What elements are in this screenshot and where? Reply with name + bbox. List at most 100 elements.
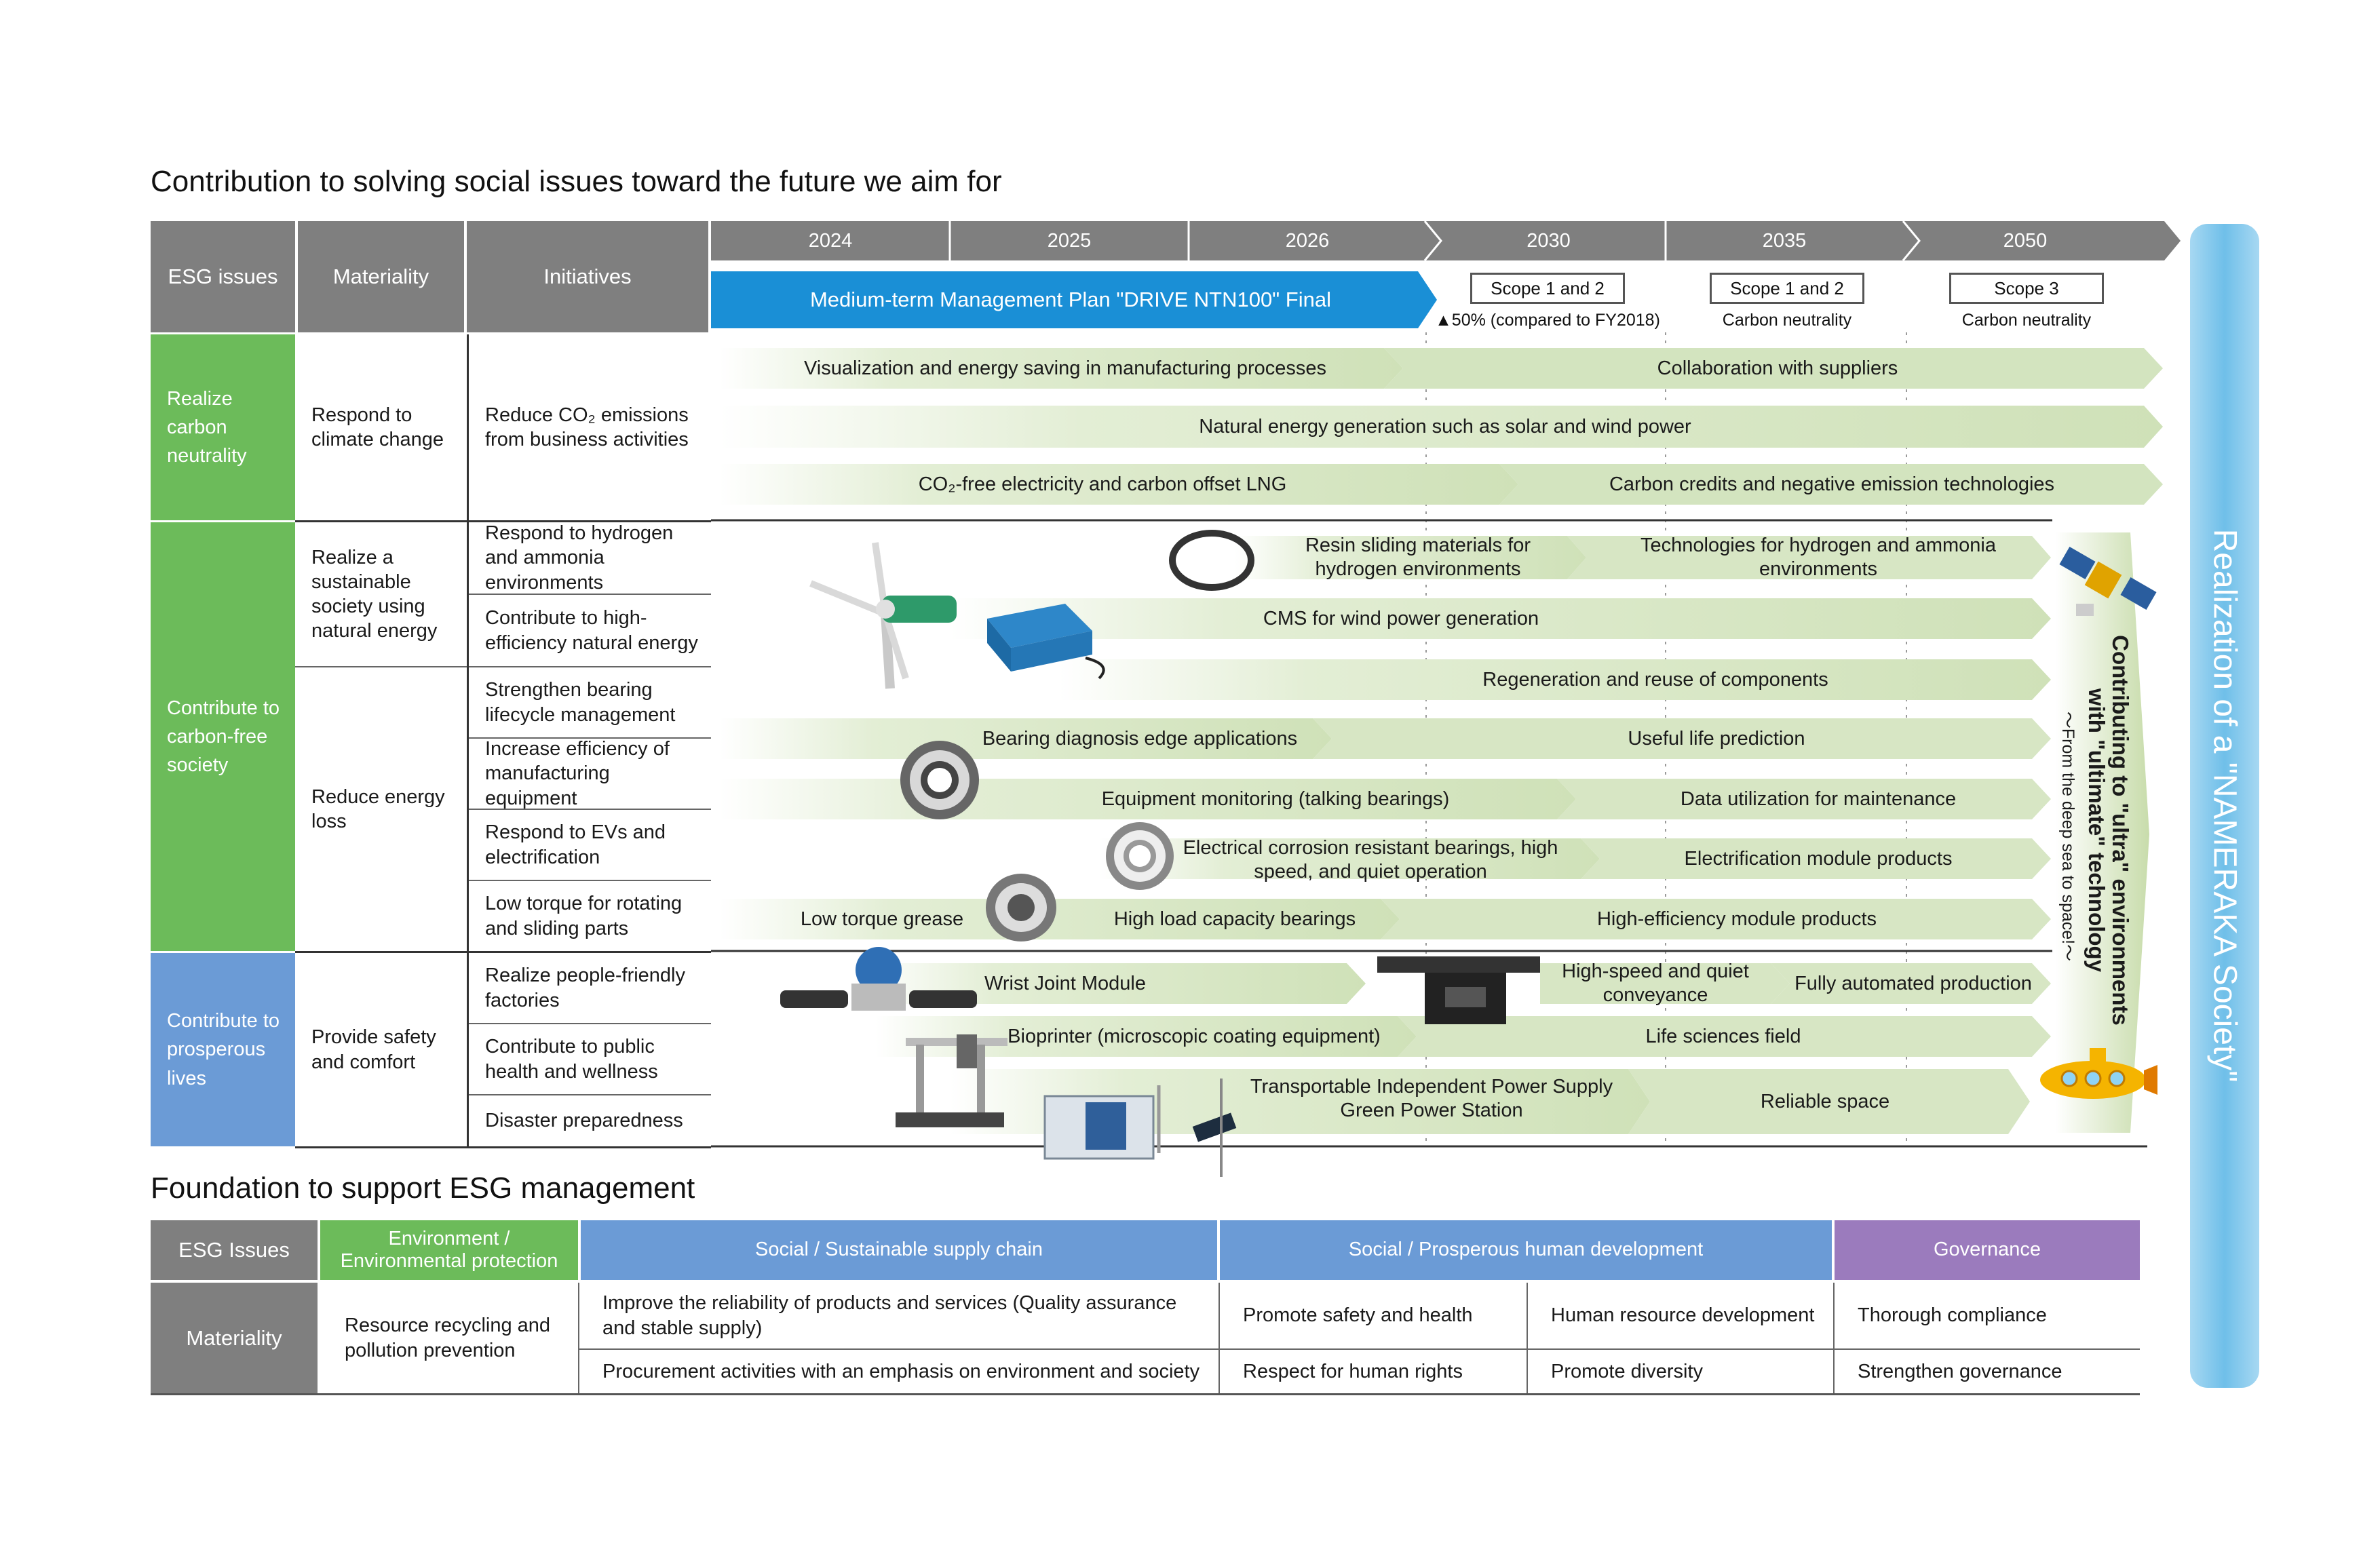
initiative-hydrogen: Respond to hydrogen and ammonia environm… [469, 522, 711, 594]
label-high-load: High load capacity bearings [1113, 908, 1356, 930]
cms-device-icon [987, 604, 1105, 680]
initiative-low-torque: Low torque for rotating and sliding part… [469, 881, 711, 951]
ultra-text-2: with "ultimate" technology [2084, 688, 2109, 973]
arrow-cms [950, 598, 2051, 639]
nameraka-text: Realization of a "NAMERAKA Society" [2206, 528, 2243, 1083]
label-data-util: Data utilization for maintenance [1680, 788, 1957, 810]
label-high-eff: High-efficiency module products [1596, 908, 1877, 930]
scope-2050-box: Scope 3 [1949, 273, 2104, 304]
esg-prosperous-lives-label: Contribute to prosperous lives [167, 1010, 280, 1089]
scope-2050-sub: Carbon neutrality [1961, 311, 2092, 330]
initiative-factories: Realize people-friendly factories [469, 953, 711, 1023]
arrow-corrosion [1099, 838, 1600, 879]
esg-prosperous-lives: Contribute to prosperous lives [151, 953, 295, 1146]
foundation-human-4: Promote diversity [1551, 1360, 1704, 1382]
arrow-natural-energy [719, 406, 2163, 448]
materiality-sustainable-label: Realize a sustainable society using natu… [311, 546, 438, 642]
label-reliable: Reliable space [1760, 1090, 1890, 1112]
foundation-env-item: Resource recycling and pollution prevent… [320, 1283, 578, 1393]
scope-2030-box: Scope 1 and 2 [1470, 273, 1625, 304]
materiality-climate-label: Respond to climate change [311, 404, 444, 450]
foundation-vline-4 [1833, 1283, 1835, 1393]
year-2024: 2024 [808, 229, 853, 252]
init-sep-3 [469, 737, 711, 739]
init-sep-7 [469, 1094, 711, 1095]
plan-label: Medium-term Management Plan "DRIVE NTN10… [809, 288, 1331, 312]
initiative-natural-energy-label: Contribute to high-efficiency natural en… [485, 607, 698, 654]
foundation-supply-header: Social / Sustainable supply chain [581, 1220, 1217, 1280]
power-station-icon [1043, 1079, 1237, 1177]
foundation-vline-1 [578, 1283, 579, 1393]
year-2030: 2030 [1527, 229, 1571, 252]
initiative-health: Contribute to public health and wellness [469, 1024, 711, 1094]
foundation-env-item-label: Resource recycling and pollution prevent… [345, 1315, 551, 1361]
label-suppliers: Collaboration with suppliers [1657, 357, 1898, 379]
arrow-useful-life [1313, 718, 2051, 759]
label-monitoring: Equipment monitoring (talking bearings) [1101, 788, 1450, 810]
initiative-manufacturing: Increase efficiency of manufacturing equ… [469, 738, 711, 809]
foundation-supply-1: Improve the reliability of products and … [579, 1283, 1218, 1348]
main-title: Contribution to solving social issues to… [151, 165, 1002, 198]
header-esg-issues: ESG issues [151, 221, 295, 332]
year-2050: 2050 [2003, 229, 2048, 252]
foundation-grid-bottom [151, 1393, 2140, 1395]
initiative-hydrogen-label: Respond to hydrogen and ammonia environm… [485, 522, 674, 594]
arrow-wrist [868, 963, 1366, 1004]
label-carbon-credits: Carbon credits and negative emission tec… [1609, 473, 2055, 495]
foundation-human-2: Human resource development [1551, 1304, 1815, 1327]
init-sep-4 [469, 809, 711, 810]
arrow-co2-free [719, 464, 1518, 505]
foundation-supply-2: Procurement activities with an emphasis … [602, 1360, 1200, 1382]
materiality-divider [467, 334, 469, 1146]
foundation-vline-3 [1527, 1283, 1528, 1393]
initiative-manufacturing-label: Increase efficiency of manufacturing equ… [485, 738, 670, 809]
arrow-low-torque [719, 899, 1400, 939]
label-useful-life: Useful life prediction [1628, 727, 1805, 750]
esg-carbon-neutrality: Realize carbon neutrality [151, 334, 295, 520]
label-low-torque: Low torque grease [800, 908, 964, 930]
satellite-icon [2059, 547, 2157, 616]
conveyor-icon [1377, 956, 1540, 1024]
label-life-sciences: Life sciences field [1645, 1025, 1801, 1047]
init-sep-5 [469, 880, 711, 881]
mat-sep-1 [295, 666, 467, 667]
scope-2035-sub: Carbon neutrality [1722, 311, 1852, 330]
foundation-supply-1-label: Improve the reliability of products and … [602, 1292, 1177, 1339]
esg-carbon-free: Contribute to carbon-free society [151, 522, 295, 951]
initiative-health-label: Contribute to public health and wellness [485, 1036, 658, 1083]
label-wrist: Wrist Joint Module [984, 972, 1146, 994]
initiative-lifecycle: Strengthen bearing lifecycle management [469, 667, 711, 737]
foundation-title: Foundation to support ESG management [151, 1171, 695, 1205]
materiality-sustainable: Realize a sustainable society using natu… [295, 522, 467, 666]
arrow-diagnosis [719, 718, 1332, 759]
nameraka-banner [2190, 224, 2259, 1388]
initiative-evs: Respond to EVs and electrification [469, 810, 711, 880]
foundation-env-header: Environment / Environmental protection [320, 1220, 578, 1280]
submarine-icon [2040, 1048, 2157, 1099]
foundation-gov-1: Thorough compliance [1858, 1304, 2047, 1327]
initiative-low-torque-label: Low torque for rotating and sliding part… [485, 893, 683, 939]
arrow-suppliers [1384, 348, 2163, 389]
initiative-co2-label: Reduce CO₂ emissions from business activ… [485, 404, 689, 450]
year-strip [711, 220, 2181, 261]
bearing-icon [900, 741, 979, 819]
row-sep-2 [295, 951, 711, 953]
materiality-climate: Respond to climate change [295, 334, 467, 520]
label-hydrogen-tech: Technologies for hydrogen and ammonia en… [1640, 535, 1996, 580]
o-ring-icon [1169, 530, 1254, 591]
scope-2030-sub: ▲50% (compared to FY2018) [1435, 311, 1660, 330]
label-electrification: Electrification module products [1684, 847, 1953, 870]
init-sep-2 [469, 666, 711, 667]
arrow-regeneration [1058, 659, 2051, 700]
arrow-life-sciences [1398, 1016, 2051, 1057]
initiative-disaster: Disaster preparedness [469, 1095, 711, 1146]
header-materiality: Materiality [298, 221, 464, 332]
init-sep-6 [469, 1023, 711, 1024]
label-cms: CMS for wind power generation [1263, 607, 1539, 629]
row-sep-1 [295, 520, 711, 522]
label-high-speed: High-speed and quiet conveyance [1562, 960, 1749, 1006]
label-diagnosis: Bearing diagnosis edge applications [982, 727, 1298, 750]
foundation-gov-2: Strengthen governance [1858, 1360, 2062, 1382]
foundation-gov-header: Governance [1835, 1220, 2140, 1280]
